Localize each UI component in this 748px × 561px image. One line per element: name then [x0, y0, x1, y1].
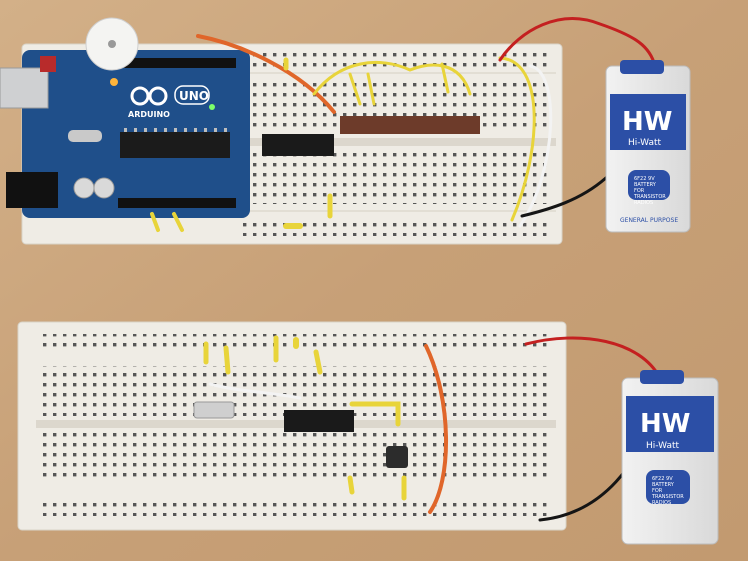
battery-bottom-desc-3: FOR	[652, 488, 663, 494]
battery-top-desc-3: FOR	[634, 188, 645, 194]
battery-top: HW Hi-Watt 6F22 9V BATTERY FOR TRANSISTO…	[605, 60, 691, 233]
battery-bottom-desc-1: 6F22 9V	[652, 476, 673, 482]
crystal-oscillator	[193, 401, 235, 419]
battery-bottom-desc-4: TRANSISTOR	[651, 494, 684, 500]
arduino-model: UNO	[179, 89, 209, 103]
battery-top-desc-4: TRANSISTOR	[633, 194, 666, 200]
battery-bottom-model: Hi-Watt	[646, 441, 680, 451]
battery-top-model: Hi-Watt	[628, 138, 662, 148]
battery-bottom-brand: HW	[640, 409, 690, 439]
battery-bottom-desc-2: BATTERY	[652, 482, 675, 488]
battery-bottom: HW Hi-Watt 6F22 9V BATTERY FOR TRANSISTO…	[621, 370, 719, 545]
bottom-ic-chip	[284, 410, 354, 432]
battery-top-desc-1: 6F22 9V	[634, 176, 655, 182]
buzzer	[85, 17, 139, 71]
top-wires	[150, 17, 662, 232]
arduino-brand: ARDUINO	[128, 110, 170, 119]
top-ic-chip	[262, 134, 334, 156]
arduino-board: ARDUINO UNO	[0, 50, 250, 218]
battery-top-footer: GENERAL PURPOSE	[620, 217, 678, 224]
battery-top-brand: HW	[622, 107, 672, 137]
push-button	[386, 446, 408, 468]
battery-bottom-desc-5: RADIOS	[652, 500, 671, 506]
resistor-array	[340, 116, 480, 134]
battery-top-desc-2: BATTERY	[634, 182, 657, 188]
battery-top-desc-5: RADIOS	[634, 200, 653, 206]
